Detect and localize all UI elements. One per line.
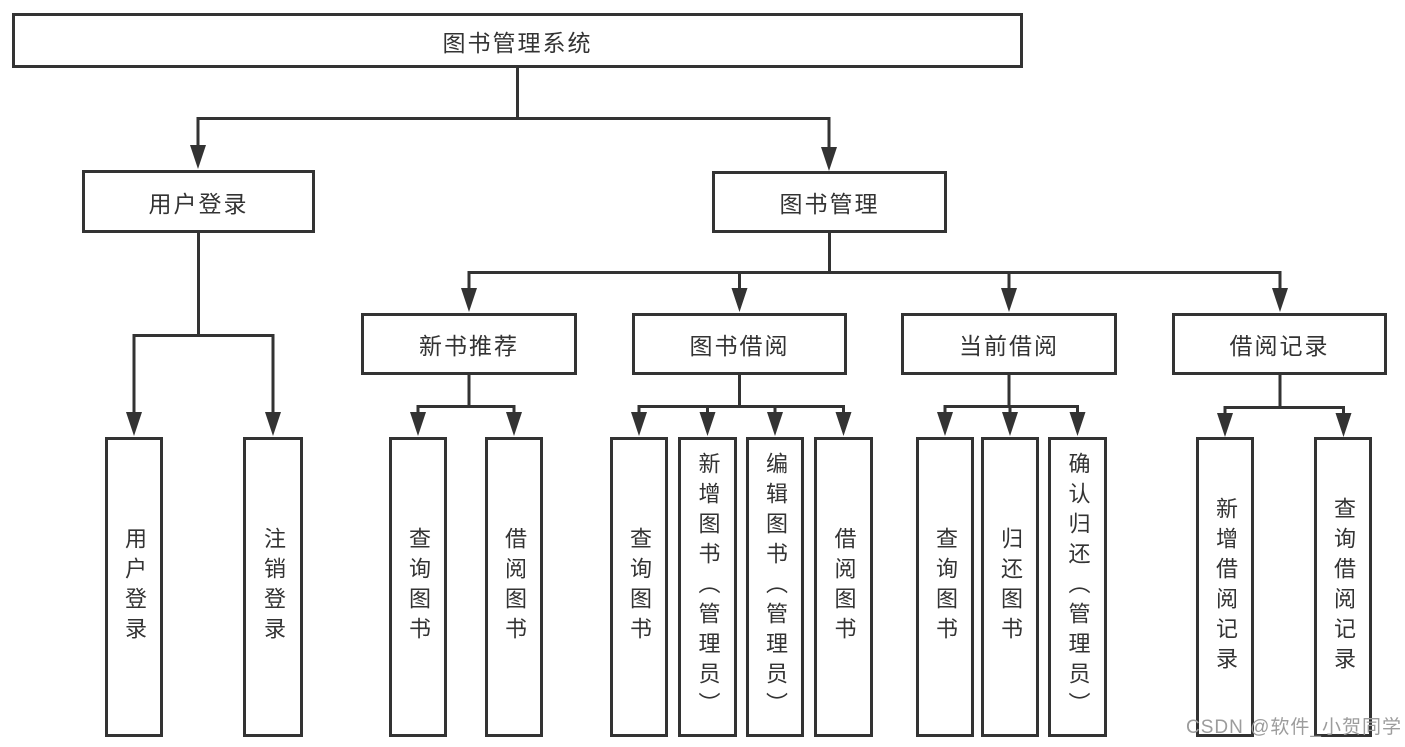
- node-add-borrow-record: 新增借阅记录: [1196, 437, 1254, 737]
- node-edit-books-admin: 编辑图书（管理员）: [746, 437, 804, 737]
- connector-lines: [132, 65, 1345, 416]
- node-new-book-recommendation: 新书推荐: [361, 313, 577, 375]
- node-query-borrow-record: 查询借阅记录: [1314, 437, 1372, 737]
- node-return-books: 归还图书: [981, 437, 1039, 737]
- node-book-borrowing: 图书借阅: [632, 313, 847, 375]
- node-logout-action: 注销登录: [243, 437, 303, 737]
- node-borrowing-records: 借阅记录: [1172, 313, 1387, 375]
- node-query-books-recommend: 查询图书: [389, 437, 447, 737]
- watermark: CSDN @软件_小贺同学: [1186, 717, 1402, 738]
- node-borrow-books-action: 借阅图书: [814, 437, 873, 737]
- node-query-books-borrowing: 查询图书: [610, 437, 668, 737]
- arrowhead-icons: [126, 145, 1352, 437]
- node-library-management-system: 图书管理系统: [12, 13, 1023, 68]
- node-current-borrowing: 当前借阅: [901, 313, 1117, 375]
- node-borrow-books-recommend: 借阅图书: [485, 437, 543, 737]
- node-book-management: 图书管理: [712, 171, 947, 233]
- node-user-login-action: 用户登录: [105, 437, 163, 737]
- node-add-books-admin: 新增图书（管理员）: [678, 437, 737, 737]
- node-query-books-current: 查询图书: [916, 437, 974, 737]
- node-user-login: 用户登录: [82, 170, 315, 233]
- node-confirm-return-admin: 确认归还（管理员）: [1048, 437, 1107, 737]
